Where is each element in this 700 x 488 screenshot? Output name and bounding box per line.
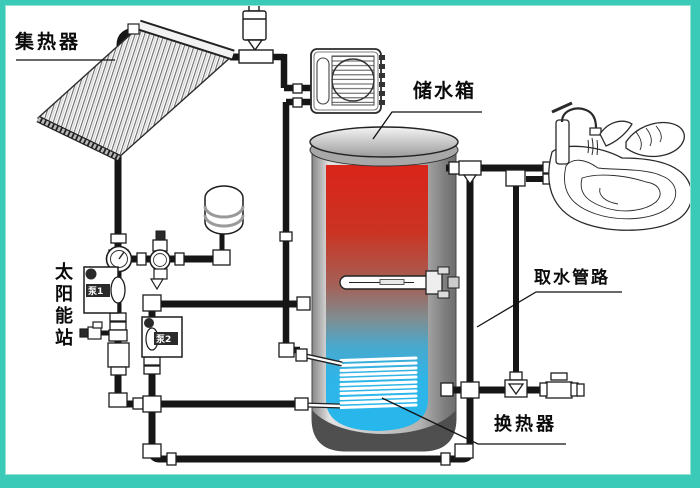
draw-tee <box>458 160 482 186</box>
solar-collector <box>36 19 235 162</box>
hands <box>599 120 685 158</box>
basin <box>548 145 693 231</box>
pump1-label: 泵1 <box>88 286 103 297</box>
check-valve <box>504 371 528 398</box>
pump-1: 泵1 <box>83 266 126 314</box>
pump2-label: 泵2 <box>156 334 171 345</box>
safety-valve-group <box>149 230 171 291</box>
heat-dissipator-unit <box>310 48 385 114</box>
solar-station-label: 太阳能站 <box>52 262 73 350</box>
heat-exchanger-label: 换热器 <box>494 414 557 435</box>
pump-2: 泵2 <box>141 316 183 358</box>
expansion-vessel <box>203 185 245 235</box>
pipe-fittings <box>107 83 553 466</box>
shutoff-valve <box>539 372 585 399</box>
water-draw-pipeline-label: 取水管路 <box>534 268 610 288</box>
water-stream <box>587 137 598 156</box>
faucet <box>551 101 602 165</box>
pressure-gauge-1 <box>105 245 133 273</box>
tank-connector-tubes <box>305 353 343 409</box>
unit-side-slot <box>316 57 330 105</box>
heating-element <box>339 266 460 299</box>
tank-lid <box>309 126 459 158</box>
heat-exchanger-coil <box>339 356 418 409</box>
sink <box>548 101 693 231</box>
air-vent-valve <box>238 3 274 64</box>
leader-lines <box>16 59 622 445</box>
storage-tank <box>309 126 460 452</box>
storage-tank-label: 储水箱 <box>413 80 477 102</box>
drain-fill-valve <box>79 321 103 340</box>
collector-label: 集热器 <box>15 31 82 53</box>
fan-grille-icon <box>331 58 375 102</box>
